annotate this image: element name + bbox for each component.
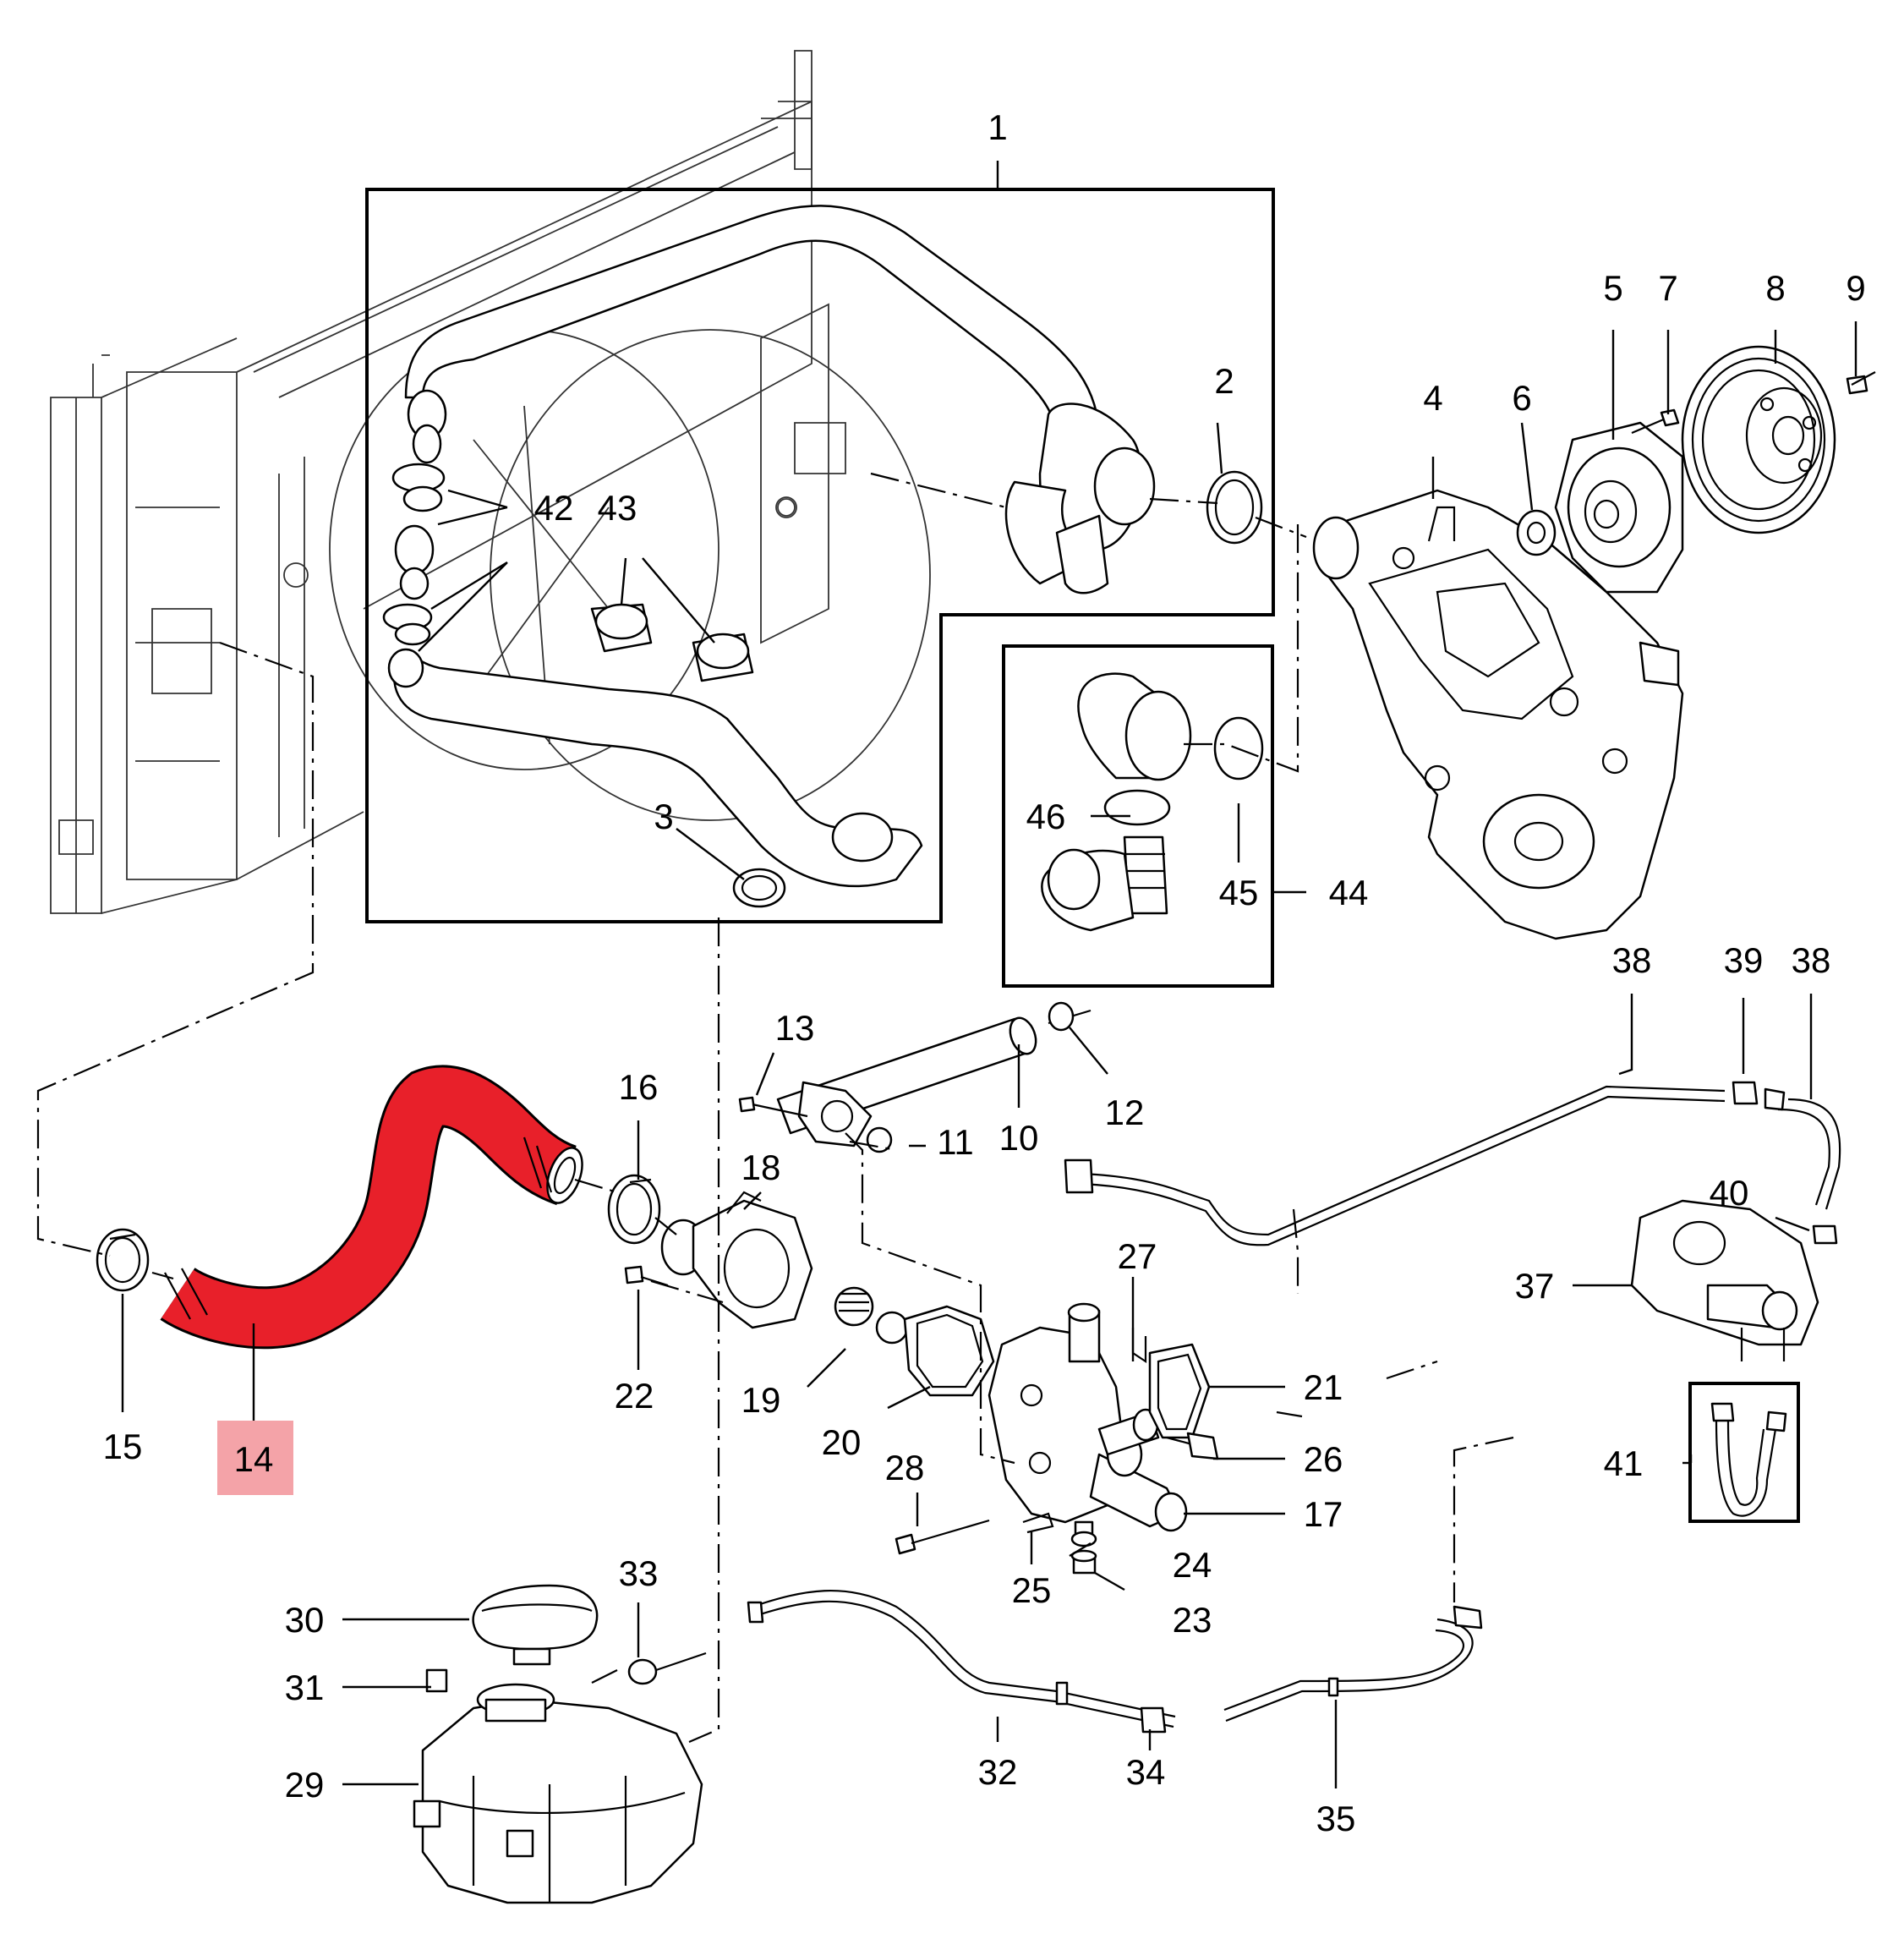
callout-35: 35 [1316,1799,1356,1838]
upper-radiator-hose [404,205,1156,594]
callout-29: 29 [285,1765,325,1805]
callout-25: 25 [1012,1570,1052,1610]
seal-12 [1048,1001,1075,1032]
clip-25 [1022,1512,1054,1534]
callout-33: 33 [619,1553,659,1593]
coolant-hose-14 [160,1065,583,1350]
callout-40: 40 [1710,1173,1749,1213]
callout-27: 27 [1118,1236,1157,1276]
clamp-2 [1206,470,1263,545]
callout-2: 2 [1214,361,1234,401]
callout-14: 14 [234,1439,274,1479]
thermostat-19 [834,1286,909,1345]
clamp-33 [627,1651,707,1685]
callout-3: 3 [654,797,673,836]
callout-15: 15 [103,1427,143,1466]
plug-23 [1070,1549,1097,1575]
callout-19: 19 [741,1380,781,1420]
callout-31: 31 [285,1668,325,1707]
callout-18: 18 [741,1148,781,1187]
callout-10: 10 [999,1118,1039,1158]
callout-8: 8 [1765,268,1785,308]
callout-32: 32 [978,1752,1018,1792]
callout-labels: 1 2 3 4 5 6 7 8 9 10 11 12 13 14 15 16 1… [103,107,1866,1838]
callout-46: 46 [1026,797,1066,836]
callout-22: 22 [615,1376,654,1416]
callout-4: 4 [1423,378,1442,418]
clamp-40 [1812,1224,1838,1245]
leader-lines [121,321,1857,1788]
callout-38-left: 38 [1612,940,1652,980]
callout-20: 20 [822,1422,862,1462]
box-1-upper-hose-kit [365,188,1275,923]
engine-front-cover [1312,489,1684,940]
callout-37: 37 [1515,1266,1555,1306]
clip-43 [590,603,754,682]
callout-12: 12 [1105,1093,1145,1132]
outlet-pipe-10 [776,1009,1092,1148]
clamp-39 [1732,1081,1786,1111]
callout-39: 39 [1724,940,1764,980]
thermostat-housing-18 [660,1191,813,1329]
gasket-21 [1148,1343,1211,1439]
callout-7: 7 [1658,268,1677,308]
callout-38-right: 38 [1792,940,1831,980]
callout-23: 23 [1173,1600,1212,1640]
bolt-13 [738,1096,808,1118]
water-pump-5 [1554,421,1684,594]
coolant-reservoir-29 [413,1669,703,1904]
heater-valve-37 [1630,1199,1819,1361]
heater-hose-35 [1223,1605,1483,1723]
clamp-16 [607,1174,661,1245]
callout-41: 41 [1604,1443,1644,1483]
callout-5: 5 [1603,268,1622,308]
callout-9: 9 [1846,268,1865,308]
box-41-hose-kit [1688,1382,1800,1523]
hose-41 [1710,1402,1787,1517]
callout-6: 6 [1512,378,1531,418]
callout-30: 30 [285,1600,325,1640]
callout-43: 43 [598,488,637,528]
clip-27 [1131,1328,1147,1364]
clip-31 [425,1668,448,1693]
callout-42: 42 [534,488,574,528]
seal-24 [1070,1531,1097,1547]
callout-16: 16 [619,1067,659,1107]
seal-6 [1516,509,1557,556]
callout-34: 34 [1126,1752,1166,1792]
callout-11: 11 [937,1122,974,1162]
bolt-7 [1631,408,1680,435]
lower-radiator-hose [393,655,923,888]
clamp-15 [96,1228,150,1292]
callout-45: 45 [1219,873,1259,912]
callout-26: 26 [1304,1439,1343,1479]
highlight-label-background [217,1421,293,1495]
clamp-34 [1140,1706,1167,1734]
callout-1: 1 [988,107,1007,147]
water-outlet-housing-17 [988,1302,1188,1541]
bolt-28 [895,1519,990,1555]
reservoir-cap-30 [472,1584,599,1666]
bolt-9 [1846,371,1876,395]
coolant-hose-32 [747,1590,1176,1728]
callout-24: 24 [1173,1545,1212,1585]
callout-21: 21 [1304,1367,1343,1407]
callout-13: 13 [775,1008,815,1048]
pulley-8 [1681,345,1836,534]
callout-28: 28 [885,1448,925,1487]
gasket-20 [903,1305,995,1397]
connection-lines [36,472,1514,1744]
bypass-hose-38 [1064,1085,1841,1246]
hose-fitting-chain [382,389,447,688]
callout-44: 44 [1329,873,1369,912]
clamp-3 [732,868,786,908]
bolt-22 [624,1265,669,1287]
box-44-hose-connector-kit [1002,644,1274,988]
callout-17: 17 [1304,1494,1343,1534]
radiator-assembly [50,50,812,914]
